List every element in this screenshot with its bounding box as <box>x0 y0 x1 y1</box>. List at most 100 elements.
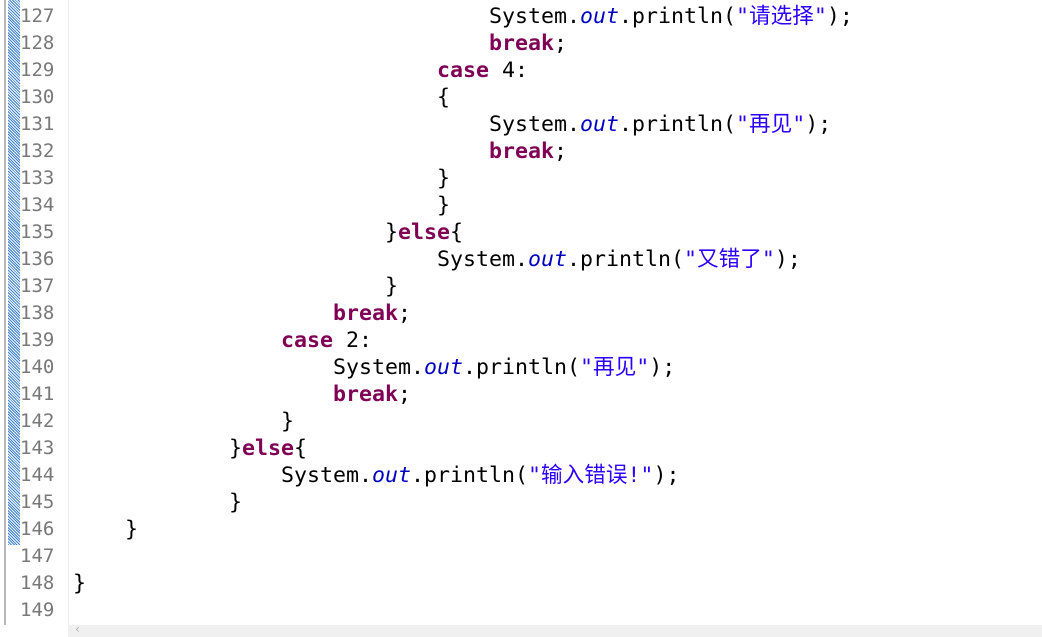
gutter-separator <box>68 0 69 625</box>
code-line[interactable]: 131 System.out.println("再见"); <box>0 111 1042 138</box>
line-number: 128 <box>20 32 55 54</box>
code-text: System. <box>281 463 373 488</box>
line-number: 131 <box>20 113 55 135</box>
code-content: }else{ <box>385 219 463 246</box>
code-content: System.out.println("又错了"); <box>437 246 801 273</box>
code-content: } <box>281 408 294 435</box>
code-text: { <box>294 436 308 461</box>
code-content: } <box>437 165 450 192</box>
code-line[interactable]: 139 case 2: <box>0 327 1042 354</box>
code-content: } <box>385 273 398 300</box>
code-content: } <box>229 489 242 516</box>
code-content: System.out.println("输入错误!"); <box>281 462 679 489</box>
code-text: ; <box>554 31 568 56</box>
field: out <box>424 355 464 380</box>
code-text: } <box>73 571 87 596</box>
line-number: 140 <box>20 356 55 378</box>
code-line[interactable]: 143 }else{ <box>0 435 1042 462</box>
line-number: 149 <box>20 599 55 621</box>
code-text: } <box>437 193 451 218</box>
code-line[interactable]: 134} <box>0 192 1042 219</box>
code-text: .println( <box>567 247 685 272</box>
code-text: { <box>437 85 451 110</box>
code-line[interactable]: 149 <box>0 597 1042 624</box>
code-line[interactable]: 137} <box>0 273 1042 300</box>
code-line[interactable]: 127 System.out.println("请选择"); <box>0 3 1042 30</box>
code-text: ); <box>649 355 676 380</box>
keyword: break <box>489 139 555 164</box>
scroll-left-arrow-icon[interactable]: ‹ <box>74 622 82 636</box>
line-number: 143 <box>20 437 55 459</box>
code-line[interactable]: 146} <box>0 516 1042 543</box>
code-text: } <box>385 274 399 299</box>
code-line[interactable]: 148} <box>0 570 1042 597</box>
code-line[interactable]: 135 }else{ <box>0 219 1042 246</box>
code-line[interactable]: 128 break; <box>0 30 1042 57</box>
line-number: 144 <box>20 464 55 486</box>
code-text: .println( <box>619 112 737 137</box>
keyword: break <box>333 382 399 407</box>
string-literal: "再见" <box>580 355 650 380</box>
keyword: break <box>333 301 399 326</box>
field: out <box>372 463 412 488</box>
line-number: 145 <box>20 491 55 513</box>
code-line[interactable]: 142} <box>0 408 1042 435</box>
line-number: 135 <box>20 221 55 243</box>
code-text: ; <box>398 301 412 326</box>
field: out <box>580 112 620 137</box>
line-number: 148 <box>20 572 55 594</box>
line-number: 134 <box>20 194 55 216</box>
string-literal: "再见" <box>736 112 806 137</box>
line-number: 139 <box>20 329 55 351</box>
code-content: }else{ <box>229 435 307 462</box>
code-content: { <box>437 84 450 111</box>
code-content: break; <box>333 381 411 408</box>
code-line[interactable]: 130 { <box>0 84 1042 111</box>
code-text: } <box>229 490 243 515</box>
string-literal: "又错了" <box>684 247 775 272</box>
code-line[interactable]: 145} <box>0 489 1042 516</box>
code-content: } <box>437 192 450 219</box>
keyword: else <box>398 220 451 245</box>
code-content: } <box>73 570 86 597</box>
code-text: 4: <box>489 58 529 83</box>
horizontal-scrollbar[interactable]: ‹ <box>68 622 1042 637</box>
code-content: System.out.println("请选择"); <box>489 3 853 30</box>
line-number: 146 <box>20 518 55 540</box>
line-number: 130 <box>20 86 55 108</box>
code-text: .println( <box>411 463 529 488</box>
code-content: break; <box>333 300 411 327</box>
code-text: ; <box>554 139 568 164</box>
field: out <box>528 247 568 272</box>
line-number: 138 <box>20 302 55 324</box>
code-text: .println( <box>619 4 737 29</box>
line-number: 147 <box>20 545 55 567</box>
code-text: } <box>385 220 399 245</box>
editor-left-border <box>4 0 6 625</box>
code-text: } <box>437 166 451 191</box>
code-text: .println( <box>463 355 581 380</box>
code-content: break; <box>489 138 567 165</box>
code-line[interactable]: 133} <box>0 165 1042 192</box>
string-literal: "输入错误!" <box>528 463 654 488</box>
code-line[interactable]: 138 break; <box>0 300 1042 327</box>
code-line[interactable]: 147 <box>0 543 1042 570</box>
code-text: ); <box>653 463 680 488</box>
code-text: System. <box>437 247 529 272</box>
code-line[interactable]: 141 break; <box>0 381 1042 408</box>
code-content: System.out.println("再见"); <box>489 111 831 138</box>
field: out <box>580 4 620 29</box>
keyword: break <box>489 31 555 56</box>
code-content: case 2: <box>281 327 372 354</box>
code-text: ); <box>826 4 853 29</box>
string-literal: "请选择" <box>736 4 827 29</box>
code-line[interactable]: 144 System.out.println("输入错误!"); <box>0 462 1042 489</box>
line-number: 141 <box>20 383 55 405</box>
code-text: System. <box>489 112 581 137</box>
line-number: 127 <box>20 5 55 27</box>
